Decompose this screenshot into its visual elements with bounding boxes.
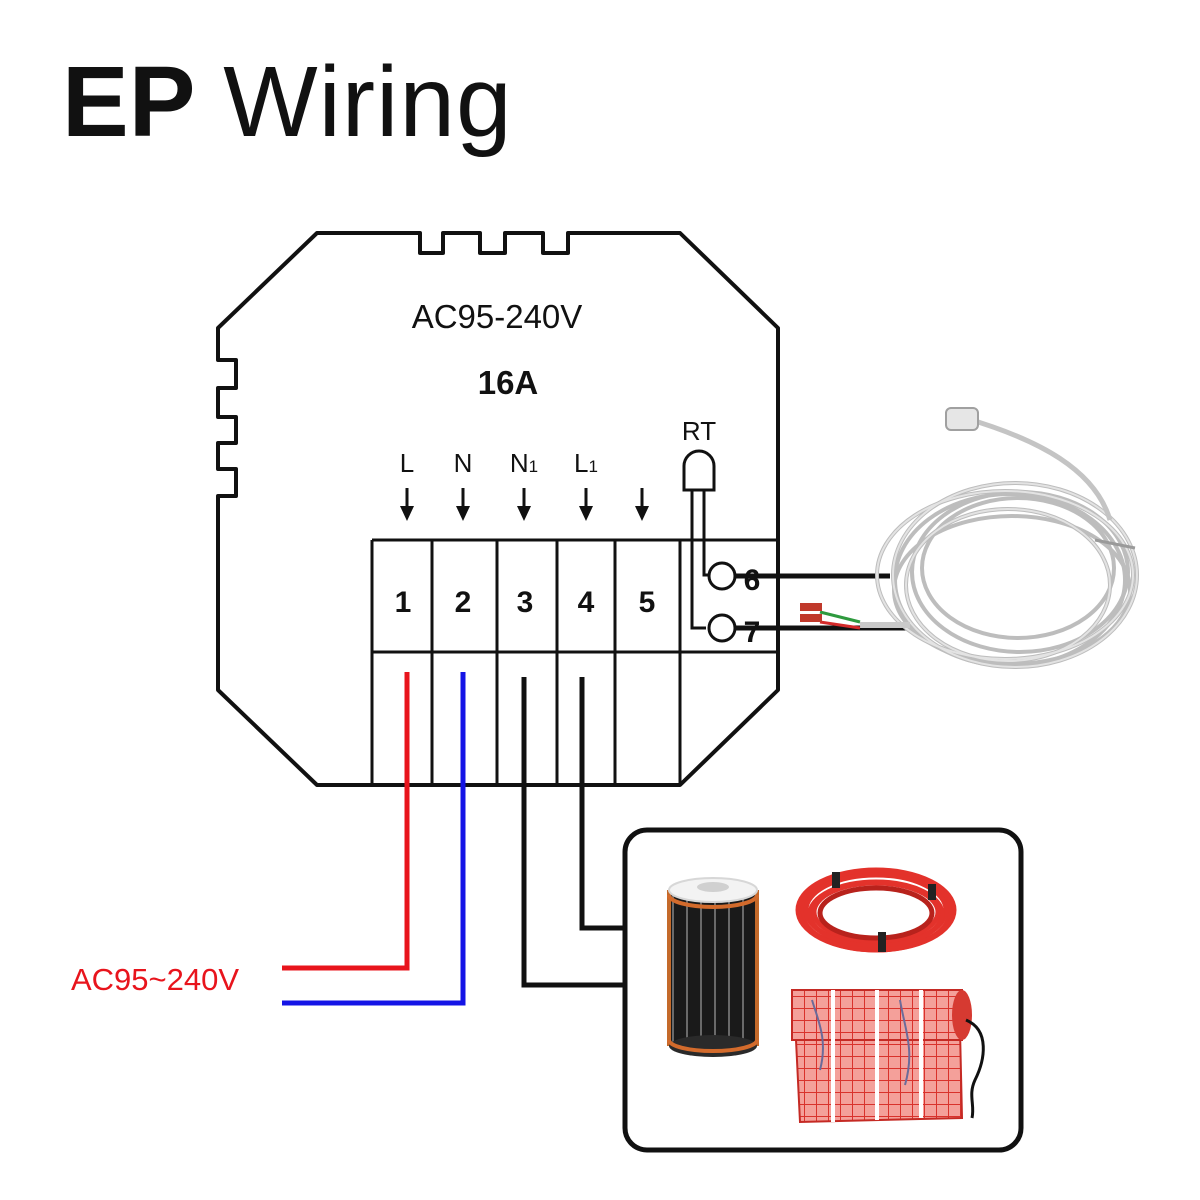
heating-film-roll-icon — [667, 877, 759, 1057]
terminal-number: 5 — [639, 586, 656, 619]
title-light: Wiring — [223, 46, 513, 158]
terminal-label-n1: N1 — [510, 448, 538, 478]
sensor-label: RT — [682, 416, 716, 446]
terminal-label-l: L — [400, 448, 414, 478]
terminal-label-main: N — [510, 448, 529, 478]
down-arrow-icon — [635, 488, 649, 521]
title-bold: EP — [62, 46, 196, 158]
load-wires — [521, 677, 625, 988]
heating-load-box — [622, 827, 1024, 1153]
heating-cable-coil-icon — [795, 867, 957, 953]
supply-wires — [282, 672, 466, 1006]
terminal-label-sub: 1 — [589, 457, 598, 476]
terminal-label-main: L — [400, 448, 414, 478]
supply-voltage-label: AC95~240V — [71, 962, 239, 997]
heating-mat-icon — [791, 989, 985, 1124]
terminal-block — [370, 538, 778, 785]
sensor-terminal-numbers: 6 7 — [744, 564, 761, 649]
terminal-number: 1 — [395, 586, 412, 619]
sensor-probe-icon — [682, 449, 737, 643]
down-arrow-icon — [456, 488, 470, 521]
current-rating: 16A — [478, 364, 539, 401]
terminal-number: 6 — [744, 564, 761, 597]
down-arrow-icon — [579, 488, 593, 521]
terminal-arrows — [400, 488, 649, 521]
air-temperature-sensor-cable-icon — [800, 407, 1139, 669]
terminal-label-n: N — [454, 448, 473, 478]
terminal-number: 4 — [578, 586, 595, 619]
voltage-rating: AC95-240V — [412, 298, 583, 335]
terminal-label-sub: 1 — [529, 457, 538, 476]
terminal-label-main: N — [454, 448, 473, 478]
terminal-number: 2 — [455, 586, 472, 619]
terminal-numbers: 1 2 3 4 5 — [395, 586, 656, 619]
terminal-label-l1: L1 — [574, 448, 598, 478]
page-title: EP Wiring — [62, 52, 513, 152]
terminal-labels: L N N1 L1 — [400, 448, 598, 478]
neutral-wire — [282, 672, 466, 1006]
live-wire — [282, 672, 410, 971]
terminal-label-main: L — [574, 448, 588, 478]
down-arrow-icon — [400, 488, 414, 521]
down-arrow-icon — [517, 488, 531, 521]
terminal-number: 7 — [744, 616, 761, 649]
terminal-number: 3 — [517, 586, 534, 619]
